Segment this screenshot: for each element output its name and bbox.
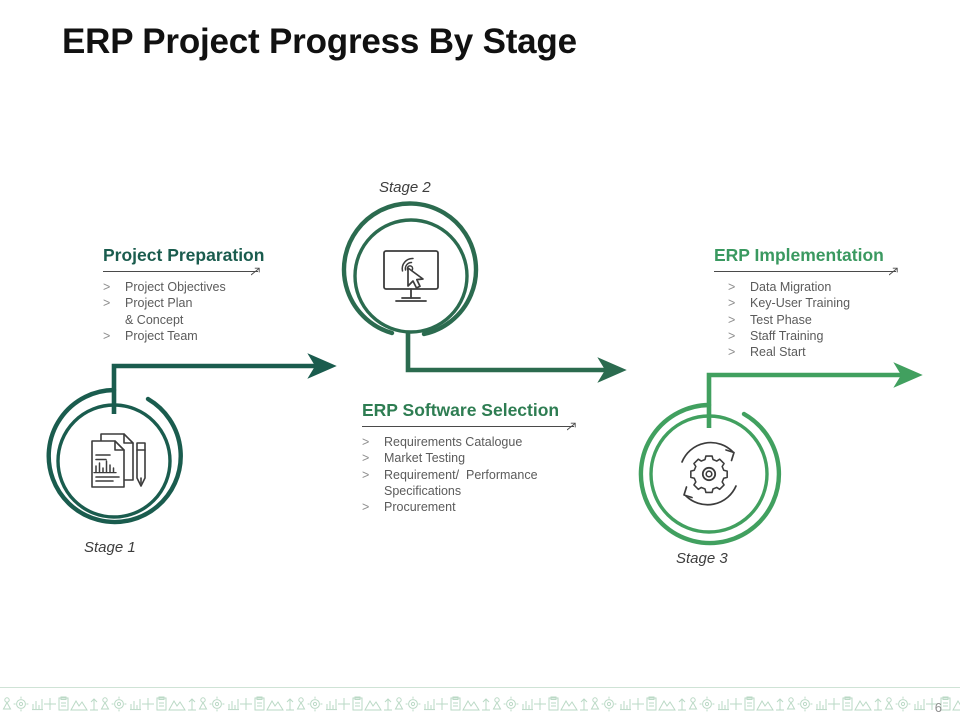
list-item: > Project Objectives: [103, 279, 343, 295]
list-item: > Requirement/ Performance Specification…: [362, 467, 622, 499]
footer-icon-strip: [3, 696, 960, 712]
list-item-label: Key-User Training: [750, 296, 851, 311]
list-item-label: Market Testing: [384, 451, 466, 466]
bullet-marker: >: [728, 312, 736, 327]
block-erp-implementation: ERP Implementation > Data Migration > Ke…: [714, 245, 944, 360]
bullet-marker: >: [103, 328, 111, 343]
stage-2-inner-ring: [353, 218, 469, 334]
bullet-marker: >: [728, 328, 736, 343]
stage-1-caption: Stage 1: [84, 539, 136, 556]
bullet-marker: >: [362, 451, 370, 466]
heading-rule-project-preparation: [103, 267, 343, 276]
bullet-list-erp-implementation: > Data Migration > Key-User Training > T…: [728, 279, 944, 360]
page-number: 6: [934, 700, 942, 715]
list-item: > Project Plan & Concept: [103, 295, 343, 327]
page-title: ERP Project Progress By Stage: [62, 22, 577, 61]
bullet-marker: >: [362, 499, 370, 514]
bullet-marker: >: [103, 296, 111, 311]
bullet-marker: >: [728, 344, 736, 359]
connector-stage1-to-stage2: [111, 353, 337, 414]
stage-3-inner-ring: [649, 414, 769, 534]
list-item-label: Requirement/ Performance Specifications: [384, 467, 538, 498]
block-erp-software-selection: ERP Software Selection > Requirements Ca…: [362, 400, 622, 515]
list-item-label: Project Team: [125, 328, 198, 343]
connector-stage2-to-stage3: [405, 332, 627, 383]
stage-2-outer-ring: [341, 201, 479, 337]
monitor-cursor-click-icon: [383, 250, 439, 302]
stage-2-graphic[interactable]: [341, 201, 479, 337]
rule-arrow-icon: [889, 267, 898, 276]
list-item-label: Data Migration: [750, 280, 832, 295]
rule-arrow-icon: [567, 422, 576, 431]
list-item: > Requirements Catalogue: [362, 434, 622, 450]
stage-3-outer-ring: [638, 402, 782, 546]
bullet-marker: >: [728, 296, 736, 311]
stage-3-caption: Stage 3: [676, 550, 728, 567]
bullet-marker: >: [728, 280, 736, 295]
stage-3-graphic[interactable]: [638, 402, 782, 546]
list-item-label: Project Plan & Concept: [125, 296, 193, 327]
stage-1-outer-ring: [46, 387, 183, 525]
list-item-label: Procurement: [384, 499, 456, 514]
list-item-label: Requirements Catalogue: [384, 435, 523, 450]
bullet-marker: >: [362, 467, 370, 482]
bullet-marker: >: [103, 280, 111, 295]
stage-1-inner-ring: [56, 403, 172, 519]
connector-stage3-to-end: [706, 362, 923, 428]
heading-rule-erp-software-selection: [362, 422, 622, 431]
bullet-marker: >: [362, 435, 370, 450]
list-item: > Key-User Training: [728, 295, 944, 311]
stage-1-graphic[interactable]: [46, 387, 183, 525]
list-item-label: Staff Training: [750, 328, 824, 343]
bullet-list-erp-software-selection: > Requirements Catalogue > Market Testin…: [362, 434, 622, 515]
block-project-preparation: Project Preparation > Project Objectives…: [103, 245, 343, 344]
heading-erp-implementation: ERP Implementation: [714, 245, 884, 265]
rule-arrow-icon: [251, 267, 260, 276]
list-item: > Real Start: [728, 344, 944, 360]
stage-2-caption: Stage 2: [379, 179, 431, 196]
heading-rule-erp-implementation: [714, 267, 944, 276]
footer-icon-band: 6: [0, 687, 960, 720]
heading-erp-software-selection: ERP Software Selection: [362, 400, 560, 420]
list-item-label: Project Objectives: [125, 280, 226, 295]
document-pen-icon: [91, 433, 146, 488]
gear-refresh-icon: [681, 441, 737, 506]
list-item: > Test Phase: [728, 312, 944, 328]
list-item: > Project Team: [103, 328, 343, 344]
list-item-label: Test Phase: [750, 312, 812, 327]
bullet-list-project-preparation: > Project Objectives > Project Plan & Co…: [103, 279, 343, 344]
heading-project-preparation: Project Preparation: [103, 245, 265, 265]
list-item-label: Real Start: [750, 344, 806, 359]
list-item: > Procurement: [362, 499, 622, 515]
list-item: > Data Migration: [728, 279, 944, 295]
list-item: > Market Testing: [362, 450, 622, 466]
list-item: > Staff Training: [728, 328, 944, 344]
